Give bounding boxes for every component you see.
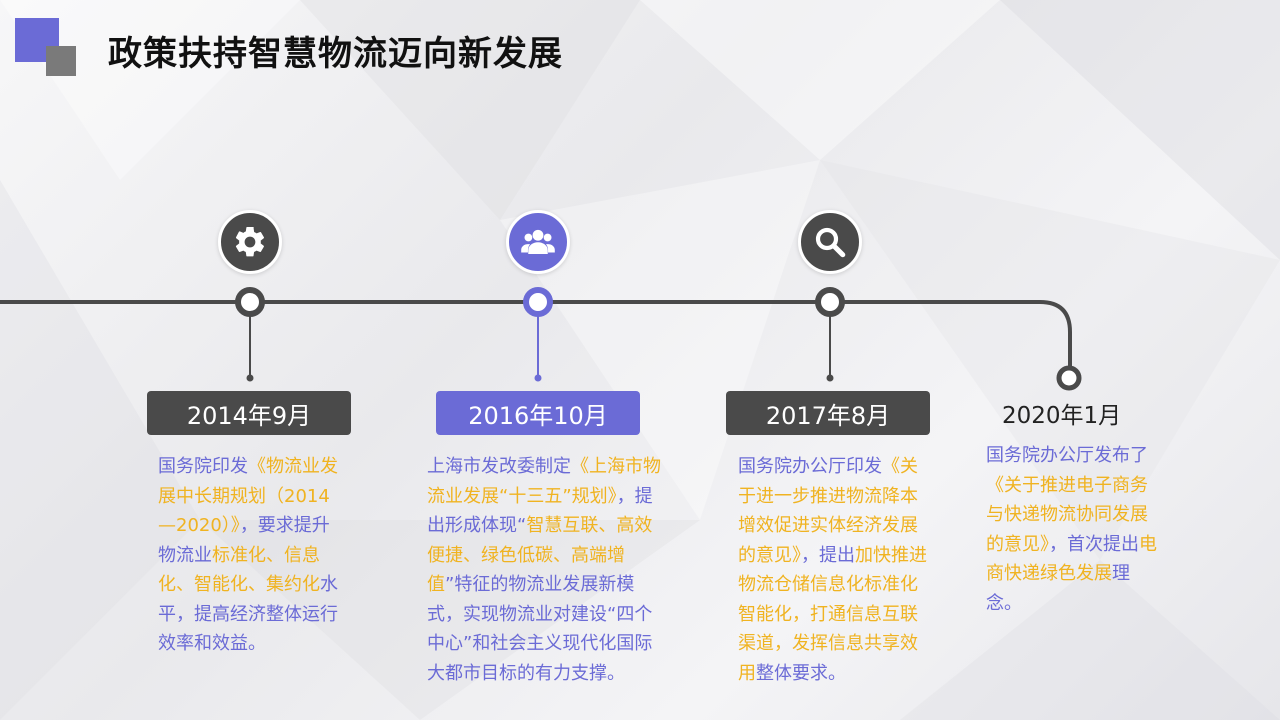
milestone-3-date: 2017年8月: [726, 391, 930, 435]
milestone-1-description: 国务院印发《物流业发展中长期规划（2014—2020）》，要求提升物流业标准化、…: [158, 456, 338, 654]
milestone-3-icon-badge: [798, 210, 862, 274]
milestone-1-icon-badge: [218, 210, 282, 274]
connector-dot-3: [826, 374, 834, 382]
timeline-node-4: [1056, 365, 1082, 391]
timeline-line: [0, 300, 1072, 372]
milestone-4-description: 国务院办公厅发布了《关于推进电子商务与快递物流协同发展的意见》，首次提出电商快递…: [986, 445, 1157, 614]
milestone-1-date: 2014年9月: [147, 391, 351, 435]
connector-dot-2: [534, 374, 542, 382]
milestone-2-description: 上海市发改委制定《上海市物流业发展“十三五”规划》，提出形成体现“智慧互联、高效…: [427, 456, 661, 684]
users-icon: [521, 229, 555, 254]
title-decoration-gray-square: [46, 46, 76, 76]
timeline-node-3: [815, 287, 845, 317]
milestone-2-date: 2016年10月: [436, 391, 640, 435]
gear-icon: [235, 226, 265, 257]
timeline-node-1: [235, 287, 265, 317]
milestone-3-description: 国务院办公厅印发《关于进一步推进物流降本增效促进实体经济发展的意见》，提出加快推…: [738, 456, 927, 684]
timeline-node-2: [523, 287, 553, 317]
milestone-2-icon-badge: [506, 210, 570, 274]
connector-dot-1: [246, 374, 254, 382]
page-title: 政策扶持智慧物流迈向新发展: [108, 34, 563, 74]
search-icon: [815, 227, 846, 258]
milestone-4-date: 2020年1月: [1002, 403, 1122, 429]
